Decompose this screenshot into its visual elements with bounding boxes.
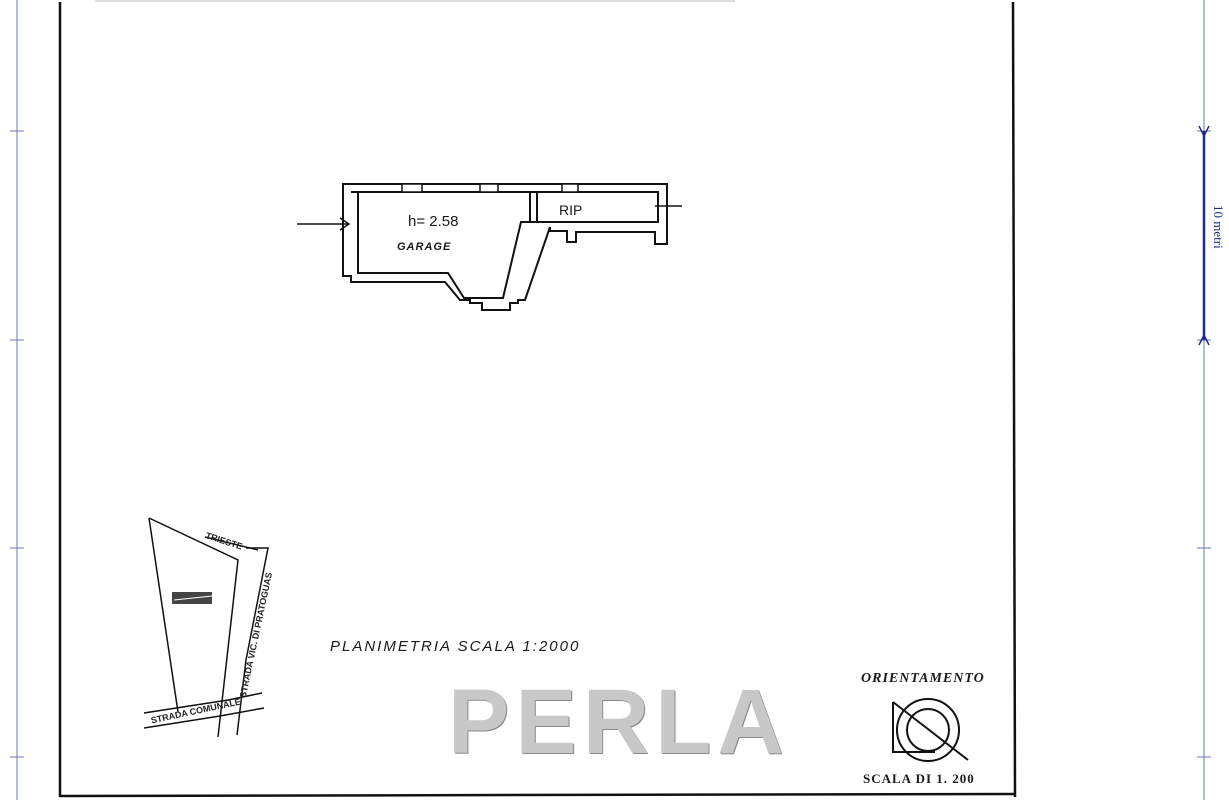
room-height-label: h= 2.58	[408, 213, 459, 230]
drawing-frame	[58, 0, 1017, 798]
left-guide-line	[10, 0, 24, 800]
watermark-logo: PERLA	[448, 671, 790, 773]
garage-floor-plan	[297, 183, 682, 311]
scale-ruler-label: 10 metri	[1211, 205, 1226, 249]
orientation-compass	[892, 698, 969, 762]
right-guide-line	[1197, 0, 1211, 800]
garage-room-label: GARAGE	[397, 241, 452, 253]
orientation-scale-label: SCALA DI 1. 200	[863, 771, 975, 786]
location-sketch-map	[143, 517, 269, 738]
rip-room-label: RIP	[559, 202, 583, 218]
plan-scale-caption: PLANIMETRIA SCALA 1:2000	[330, 638, 581, 655]
orientation-title: ORIENTAMENTO	[861, 671, 985, 686]
scale-ruler-bar	[1198, 125, 1210, 346]
